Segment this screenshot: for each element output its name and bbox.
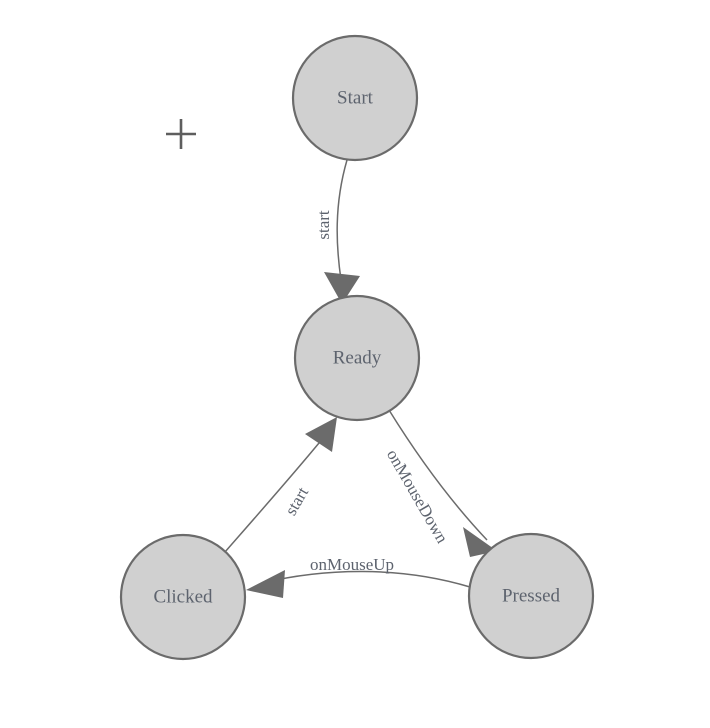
node-ready-circle	[293, 294, 421, 422]
edge-pressed-to-clicked-label: onMouseUp	[310, 555, 394, 574]
edge-start-to-ready-line	[336, 159, 348, 281]
plus-crosshair-icon	[166, 119, 196, 149]
node-start-circle	[291, 34, 419, 162]
node-pressed[interactable]: Pressed	[467, 532, 595, 660]
node-ready-label: Ready	[333, 347, 382, 368]
edge-clicked-to-ready-arrowhead	[305, 417, 337, 452]
node-pressed-circle	[467, 532, 595, 660]
edge-pressed-to-clicked[interactable]: onMouseUp	[246, 555, 471, 598]
node-start[interactable]: Start	[291, 34, 419, 162]
edge-clicked-to-ready-line	[224, 442, 320, 553]
edge-clicked-to-ready[interactable]: start	[224, 417, 337, 553]
edge-pressed-to-clicked-line	[261, 570, 471, 588]
node-start-label: Start	[337, 87, 374, 108]
node-clicked-label: Clicked	[153, 586, 213, 607]
node-ready[interactable]: Ready	[293, 294, 421, 422]
edge-start-to-ready-label: start	[314, 210, 333, 240]
edge-start-to-ready[interactable]: start	[314, 159, 360, 304]
node-clicked-circle	[119, 533, 247, 661]
node-clicked[interactable]: Clicked	[119, 533, 247, 661]
edge-ready-to-pressed[interactable]: onMouseDown	[383, 409, 497, 557]
edge-ready-to-pressed-label: onMouseDown	[383, 446, 452, 547]
edge-pressed-to-clicked-arrowhead	[246, 570, 285, 598]
edge-ready-to-pressed-line	[388, 409, 488, 541]
edge-start-to-ready-arrowhead	[324, 272, 360, 304]
node-pressed-label: Pressed	[502, 585, 561, 606]
edge-clicked-to-ready-label: start	[281, 484, 312, 519]
